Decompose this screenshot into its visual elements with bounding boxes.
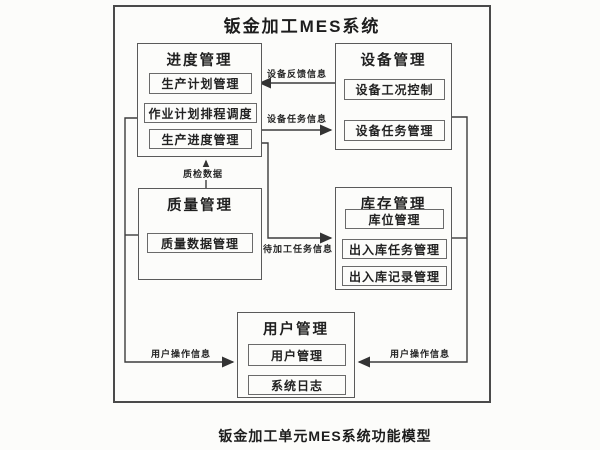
item-production-plan-mgmt: 生产计划管理 xyxy=(149,73,252,94)
module-equipment-title: 设备管理 xyxy=(360,53,427,69)
module-inventory: 库存管理 库位管理 出入库任务管理 出入库记录管理 xyxy=(335,187,452,290)
item-system-log: 系统日志 xyxy=(248,375,346,395)
module-equipment: 设备管理 设备工况控制 设备任务管理 xyxy=(335,43,452,150)
item-equipment-task-mgmt: 设备任务管理 xyxy=(344,120,445,141)
item-user-mgmt: 用户管理 xyxy=(248,344,346,366)
label-equipment-feedback: 设备反馈信息 xyxy=(266,69,328,79)
module-user-title: 用户管理 xyxy=(263,322,329,338)
label-equipment-task: 设备任务信息 xyxy=(266,114,328,124)
module-progress-title: 进度管理 xyxy=(166,53,233,69)
module-quality-title: 质量管理 xyxy=(167,198,233,214)
label-user-op-left: 用户操作信息 xyxy=(150,349,212,359)
system-boundary-box xyxy=(113,5,491,403)
module-user: 用户管理 用户管理 系统日志 xyxy=(237,312,355,398)
item-quality-data-mgmt: 质量数据管理 xyxy=(147,233,253,253)
item-equipment-condition-control: 设备工况控制 xyxy=(344,79,445,100)
item-storage-location-mgmt: 库位管理 xyxy=(345,209,444,229)
module-quality: 质量管理 质量数据管理 xyxy=(138,188,262,280)
item-job-plan-scheduling: 作业计划排程调度 xyxy=(144,103,257,123)
item-inout-task-mgmt: 出入库任务管理 xyxy=(342,239,447,259)
figure-caption: 钣金加工单元MES系统功能模型 xyxy=(218,428,432,444)
item-inout-record-mgmt: 出入库记录管理 xyxy=(342,266,447,286)
label-user-op-right: 用户操作信息 xyxy=(389,349,451,359)
item-production-progress-mgmt: 生产进度管理 xyxy=(149,129,252,149)
label-pending-task: 待加工任务信息 xyxy=(262,244,334,254)
label-inspection-data: 质检数据 xyxy=(180,167,226,180)
module-progress: 进度管理 生产计划管理 作业计划排程调度 生产进度管理 xyxy=(137,43,262,157)
system-title: 钣金加工MES系统 xyxy=(223,17,381,36)
